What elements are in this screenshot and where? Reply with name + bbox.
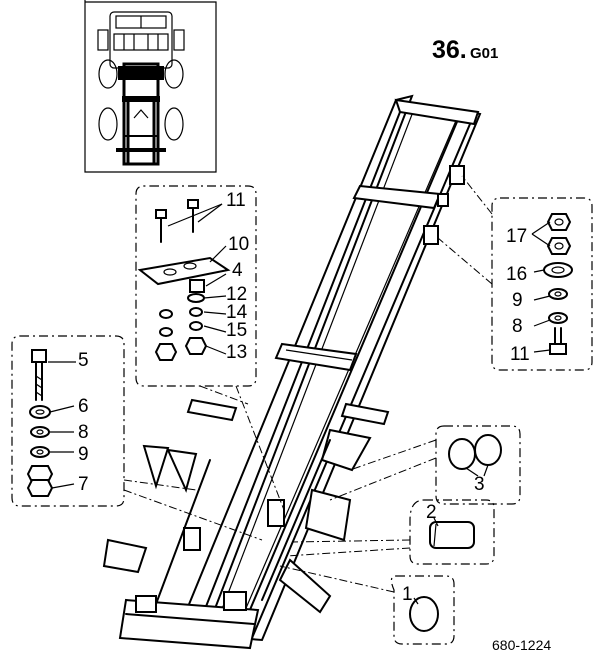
callout-11-right: 11 (510, 344, 530, 365)
callout-9-left: 9 (78, 444, 89, 465)
spacer-4 (189, 279, 205, 293)
group-box-rect-cap: 2 (409, 499, 495, 565)
callout-1: 1 (402, 584, 413, 605)
callout-12: 12 (226, 284, 247, 305)
drawing-id: 680-1224 (492, 637, 551, 653)
callout-13: 13 (226, 342, 247, 363)
callout-9-right: 9 (512, 290, 523, 311)
callout-3: 3 (474, 474, 485, 495)
chassis-frame (102, 94, 482, 650)
assembly-leaders (123, 175, 493, 593)
callout-11-upper: 11 (226, 190, 246, 211)
group-box-right: 17 16 9 8 11 (491, 197, 593, 371)
group-box-caps: 3 (435, 425, 521, 505)
group-box-upper: 11 10 4 12 14 15 13 (135, 185, 257, 387)
vehicle-location-inset (84, 0, 217, 173)
callout-17: 17 (506, 226, 527, 247)
callout-2: 2 (426, 502, 437, 523)
group-box-left: 5 6 8 9 7 (11, 335, 125, 507)
callout-4: 4 (232, 260, 243, 281)
section-suffix: G01 (470, 45, 498, 62)
callout-15: 15 (226, 320, 247, 341)
callout-5: 5 (78, 350, 89, 371)
callout-8-right: 8 (512, 316, 523, 337)
bolt-11-upper (155, 199, 199, 243)
section-number: 36. (432, 36, 467, 64)
callout-16: 16 (506, 264, 527, 285)
callout-7: 7 (78, 474, 89, 495)
section-title: 36. G01 (432, 36, 498, 64)
callout-8-left: 8 (78, 422, 89, 443)
callout-10: 10 (228, 234, 249, 255)
group-box-round-cap: 1 (390, 575, 455, 645)
callout-14: 14 (226, 302, 248, 323)
callout-6: 6 (78, 396, 89, 417)
plate-10 (137, 256, 231, 286)
